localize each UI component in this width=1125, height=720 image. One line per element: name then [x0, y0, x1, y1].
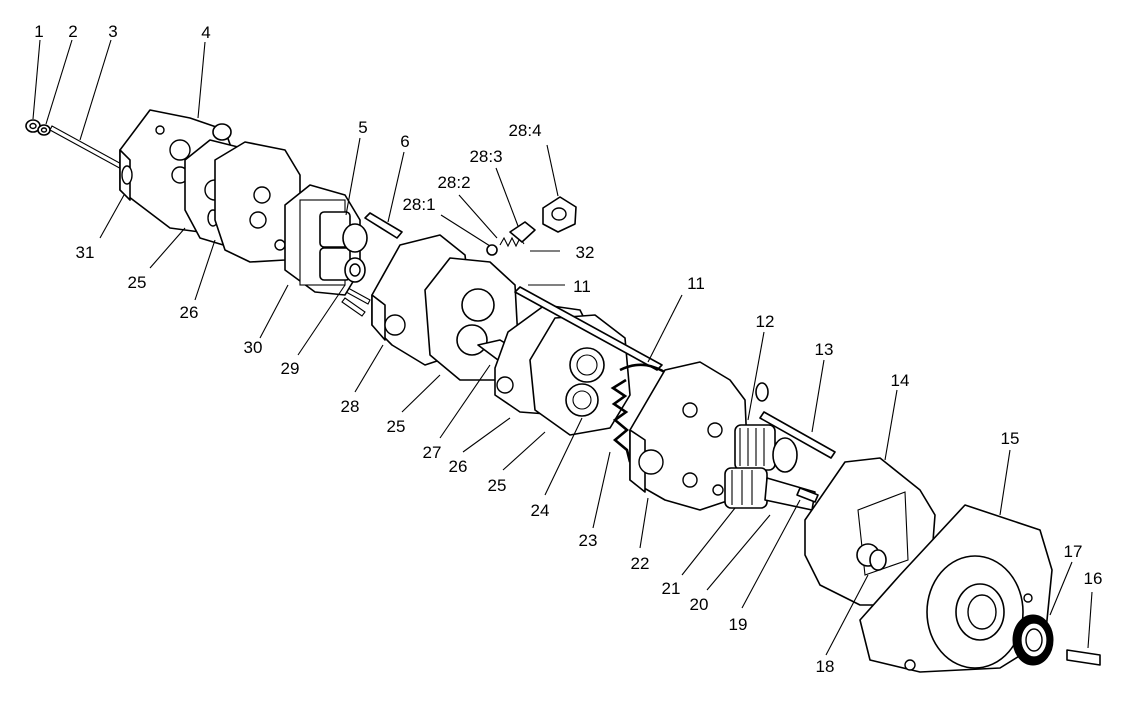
callout-5: 5 — [358, 118, 367, 137]
callout-28-3: 28:3 — [469, 147, 502, 166]
callout-19: 19 — [729, 615, 748, 634]
dowel-pin-part — [364, 212, 403, 239]
relief-cap — [542, 196, 577, 233]
callout-26b: 26 — [449, 457, 468, 476]
callout-30: 30 — [244, 338, 263, 357]
callout-26a: 26 — [180, 303, 199, 322]
relief-ball — [486, 244, 498, 256]
callout-29: 29 — [281, 359, 300, 378]
callout-20: 20 — [690, 595, 709, 614]
callout-28-2: 28:2 — [437, 173, 470, 192]
callout-28-1: 28:1 — [402, 195, 435, 214]
callout-24: 24 — [531, 501, 550, 520]
gear-body-1 — [214, 141, 301, 263]
callout-18: 18 — [816, 657, 835, 676]
callout-28: 28 — [341, 397, 360, 416]
oil-seal-17 — [1012, 614, 1054, 666]
callout-13: 13 — [815, 340, 834, 359]
mounting-flange-15 — [859, 504, 1053, 673]
callout-25b: 25 — [387, 417, 406, 436]
gear-set-24 — [572, 354, 598, 410]
callout-32: 32 — [576, 243, 595, 262]
seal-18 — [869, 549, 887, 571]
relief-plug — [509, 221, 536, 243]
callout-2: 2 — [68, 22, 77, 41]
long-pin-13 — [755, 382, 836, 459]
long-pin-11a — [514, 286, 663, 371]
callout-11a: 11 — [573, 277, 591, 296]
callout-14: 14 — [891, 371, 910, 390]
flange-plate-14 — [804, 457, 936, 606]
callout-25c: 25 — [488, 476, 507, 495]
callout-17: 17 — [1064, 542, 1083, 561]
callout-11b: 11 — [687, 274, 705, 293]
washer-part — [37, 124, 51, 136]
driven-gear-21 — [724, 467, 816, 511]
callout-21: 21 — [662, 579, 681, 598]
callout-31: 31 — [76, 243, 95, 262]
callout-12: 12 — [756, 312, 775, 331]
callout-16: 16 — [1084, 569, 1103, 588]
callout-3: 3 — [108, 22, 117, 41]
callout-4: 4 — [201, 23, 210, 42]
drive-gear-12 — [734, 424, 798, 473]
callout-23: 23 — [579, 531, 598, 550]
callout-25a: 25 — [128, 273, 147, 292]
key-16 — [1066, 649, 1101, 666]
gear-set-1 — [319, 211, 368, 283]
callout-1: 1 — [34, 22, 43, 41]
callout-27: 27 — [423, 443, 442, 462]
front-housing-22 — [629, 361, 749, 511]
callout-15: 15 — [1001, 429, 1020, 448]
callout-6: 6 — [400, 132, 409, 151]
callouts: 1 2 3 4 5 6 28:4 28:3 28:2 28:1 32 11 11… — [34, 22, 1102, 676]
small-bolt-part — [341, 297, 366, 317]
callout-22: 22 — [631, 554, 650, 573]
callout-28-4: 28:4 — [508, 121, 541, 140]
leader-lines — [32, 39, 1093, 656]
shaft-key-19 — [796, 487, 819, 503]
